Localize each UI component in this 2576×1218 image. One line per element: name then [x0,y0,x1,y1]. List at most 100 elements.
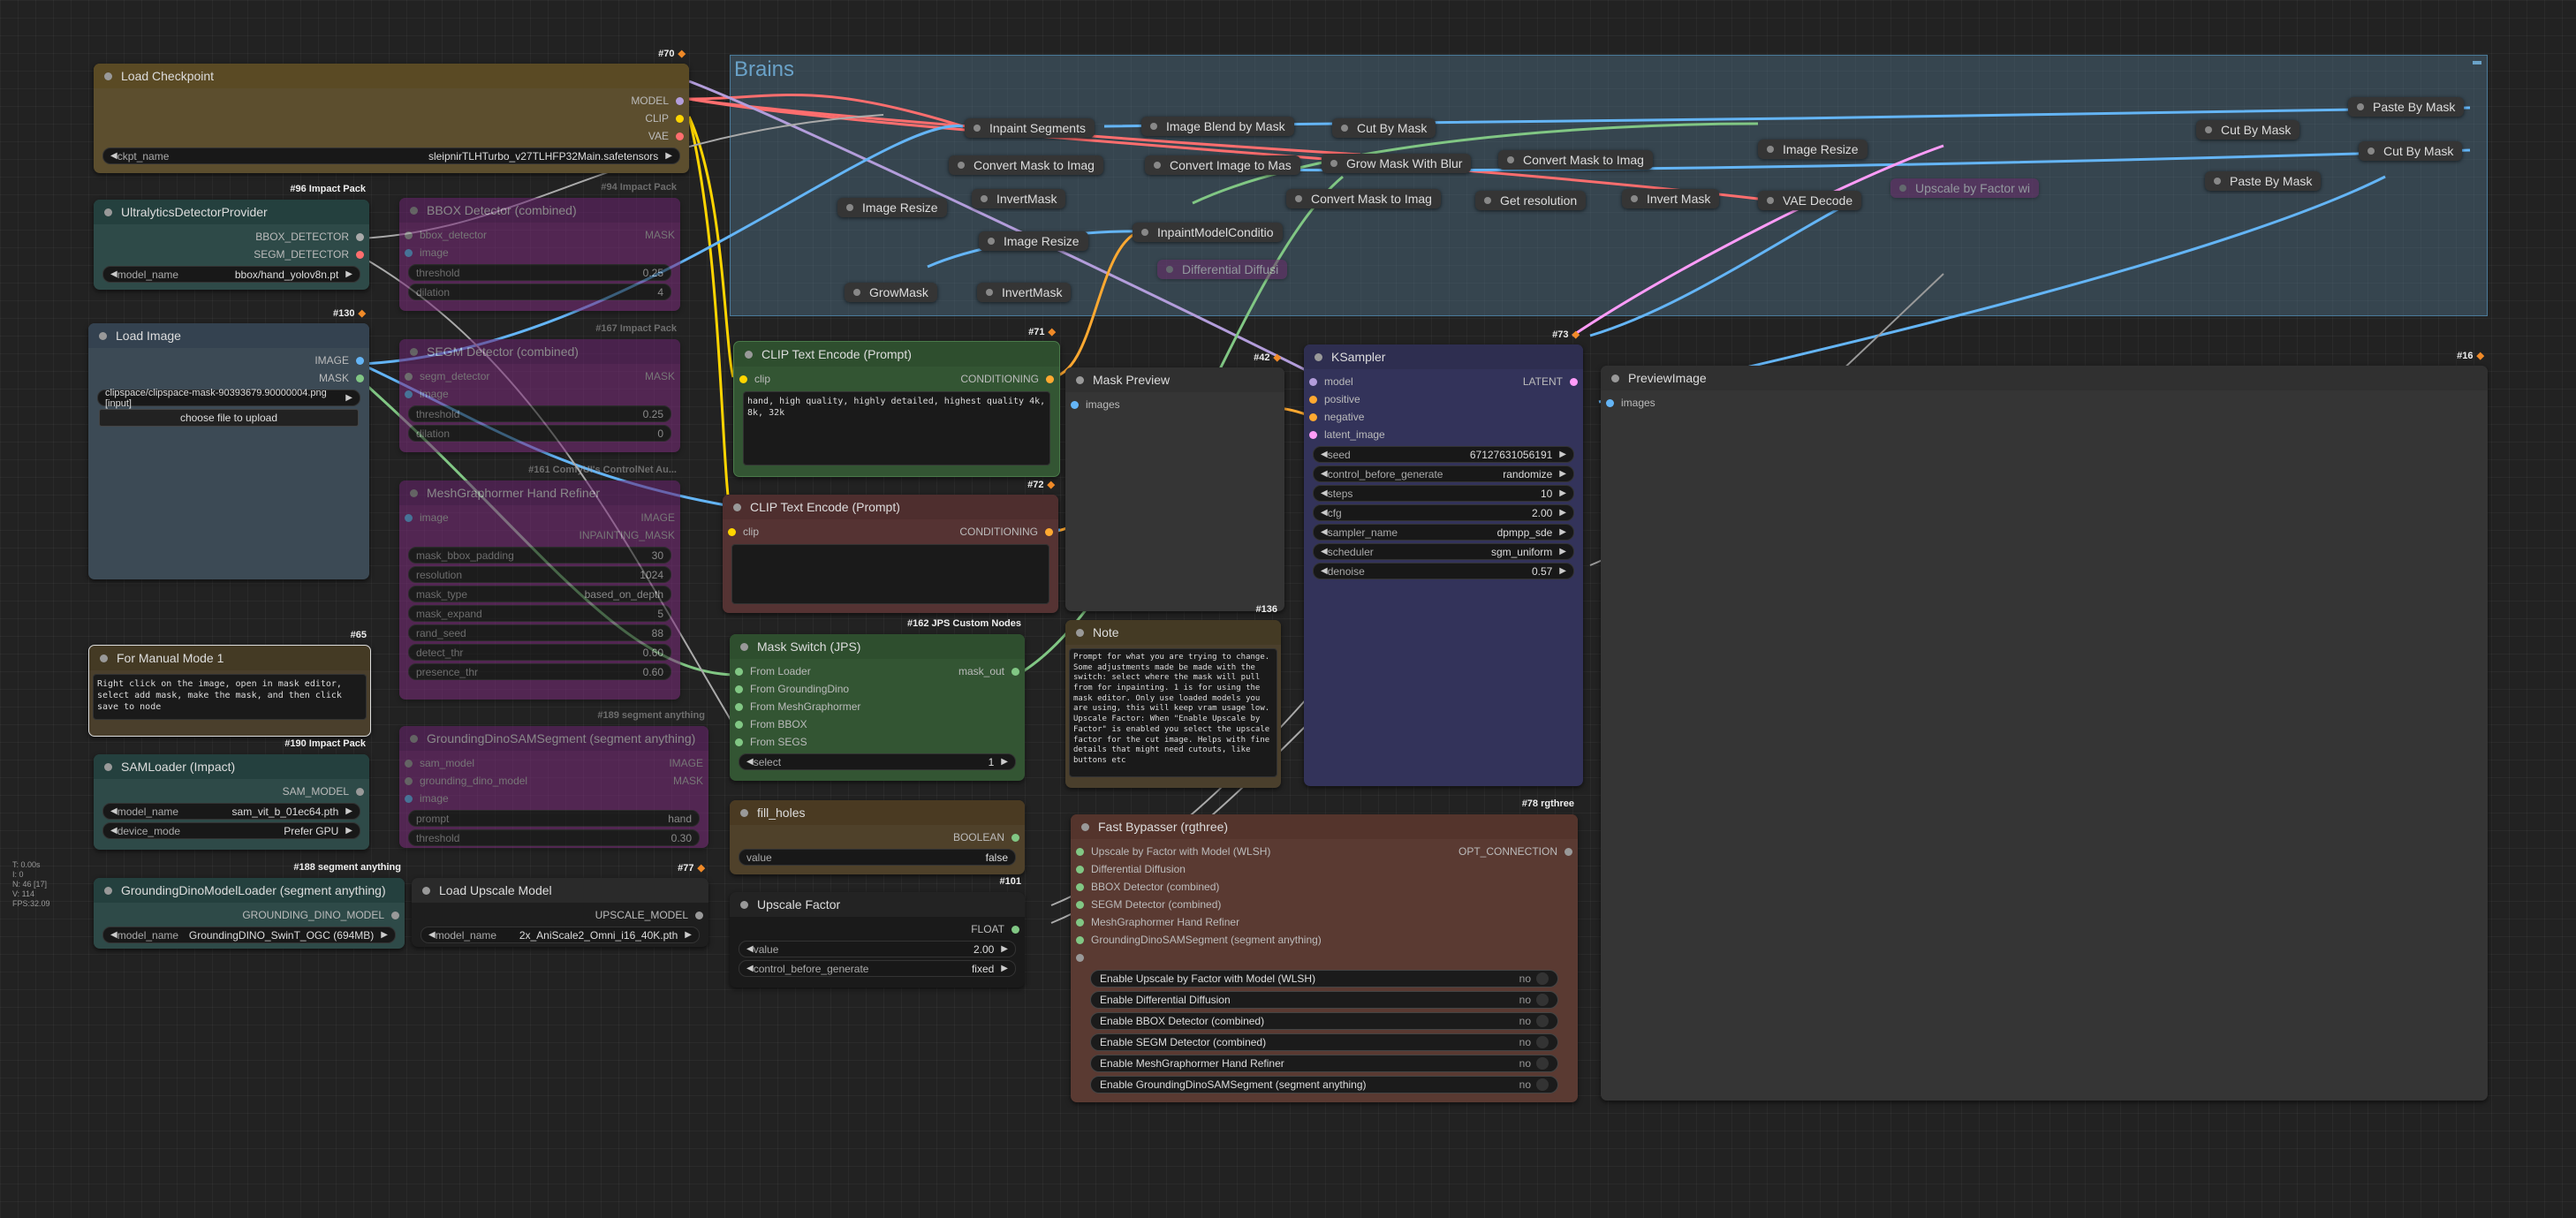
collapse-dot-icon[interactable] [1631,195,1638,202]
collapse-dot-icon[interactable] [1507,156,1514,163]
note-node[interactable]: #136 Note Prompt for what you are trying… [1065,604,1281,788]
input-differential-diffusion[interactable]: Differential Diffusion [1076,860,1572,878]
input-image[interactable]: image [405,385,675,403]
input-socket[interactable] [735,720,743,729]
collapse-dot-icon[interactable] [2357,103,2364,110]
cut-by-mask-node-1[interactable]: Cut By Mask [1332,118,1436,138]
output-socket[interactable] [1045,527,1053,536]
upload-button[interactable]: choose file to upload [99,409,359,427]
input-socket[interactable] [1076,882,1084,891]
node-header[interactable]: Load Image [88,323,369,348]
output-vae[interactable]: VAE [99,127,684,145]
output-socket[interactable] [676,96,684,105]
image-resize-node-3[interactable]: Image Resize [979,231,1088,251]
arrow-left-icon[interactable]: ◀ [1321,508,1328,518]
collapse-dot-icon[interactable] [1899,185,1906,192]
sam-loader-node[interactable]: #190 Impact Pack SAMLoader (Impact) SAM_… [94,738,369,850]
input-socket[interactable] [405,231,413,239]
arrow-left-icon[interactable]: ◀ [1321,488,1328,498]
output-mask[interactable]: MASK [94,369,364,387]
collapse-dot-icon[interactable] [422,886,430,895]
input-upscale-by-factor[interactable]: Upscale by Factor with Model (WLSH)OPT_C… [1076,843,1572,860]
grow-mask-node[interactable]: GrowMask [845,283,937,302]
input-socket[interactable] [405,776,413,785]
arrow-left-icon[interactable]: ◀ [1321,469,1328,479]
input-empty-slot[interactable] [1076,949,1572,966]
arrow-right-icon[interactable]: ▶ [665,151,672,161]
collapse-dot-icon[interactable] [1767,146,1774,153]
input-socket[interactable] [405,759,413,768]
prompt-textarea[interactable] [731,544,1049,604]
collapse-dot-icon[interactable] [974,125,981,132]
invert-mask-node-2[interactable]: Invert Mask [1622,189,1720,208]
collapse-dot-icon[interactable] [1081,822,1089,831]
output-inpainting-mask[interactable]: INPAINTING_MASK [405,526,675,544]
output-socket[interactable] [356,374,364,382]
node-header[interactable]: Load Upscale Model [412,878,708,903]
cut-by-mask-node-2[interactable]: Cut By Mask [2196,120,2300,140]
input-socket[interactable] [735,685,743,693]
output-socket[interactable] [356,356,364,365]
collapse-dot-icon[interactable] [1141,229,1148,236]
input-socket[interactable] [1076,918,1084,927]
toggle-knob-icon[interactable] [1536,1078,1549,1091]
collapse-dot-icon[interactable] [2368,148,2375,155]
arrow-left-icon[interactable]: ◀ [1321,566,1328,576]
node-header[interactable]: GroundingDinoSAMSegment (segment anythin… [399,726,708,751]
collapse-dot-icon[interactable] [958,162,965,169]
collapse-dot-icon[interactable] [846,204,853,211]
inpaint-model-conditioning-node[interactable]: InpaintModelConditio [1133,223,1283,242]
toggle-bbox-detector[interactable]: Enable BBOX Detector (combined)no [1090,1012,1558,1030]
input-socket[interactable] [1076,935,1084,944]
manual-mode-note-node[interactable]: #65 For Manual Mode 1 Right click on the… [88,630,371,737]
node-header[interactable]: Note [1065,620,1281,645]
node-header[interactable]: MeshGraphormer Hand Refiner [399,480,680,505]
arrow-left-icon[interactable]: ◀ [1321,547,1328,556]
collapse-dot-icon[interactable] [2214,178,2221,185]
output-grounding-model[interactable]: GROUNDING_DINO_MODEL [99,906,399,924]
toggle-knob-icon[interactable] [1536,994,1549,1006]
node-header[interactable]: PreviewImage [1601,366,2488,390]
collapse-dot-icon[interactable] [1341,125,1348,132]
input-positive[interactable]: positive [1309,390,1578,408]
collapse-dot-icon[interactable] [1767,197,1774,204]
arrow-right-icon[interactable]: ▶ [1001,944,1008,954]
node-header[interactable]: Mask Switch (JPS) [730,634,1025,659]
toggle-knob-icon[interactable] [1536,1015,1549,1027]
toggle-grounding-sam[interactable]: Enable GroundingDinoSAMSegment (segment … [1090,1076,1558,1093]
collapse-dot-icon[interactable] [410,347,418,356]
input-latent-image[interactable]: latent_image [1309,426,1578,443]
load-image-node[interactable]: #130◆ Load Image IMAGE MASK clipspace/cl… [88,308,369,579]
input-socket[interactable] [1606,398,1614,407]
input-socket[interactable] [1309,412,1317,421]
load-upscale-model-node[interactable]: #77◆ Load Upscale Model UPSCALE_MODEL ◀m… [412,863,708,947]
collapse-dot-icon[interactable] [104,886,112,895]
arrow-left-icon[interactable]: ◀ [746,964,754,973]
arrow-right-icon[interactable]: ▶ [1001,964,1008,973]
upscale-by-factor-node[interactable]: Upscale by Factor wi [1890,178,2039,198]
output-socket[interactable] [391,911,399,919]
image-resize-node-1[interactable]: Image Resize [1758,140,1868,159]
node-header[interactable]: Mask Preview [1065,367,1284,392]
collapse-dot-icon[interactable] [733,503,741,511]
arrow-left-icon[interactable]: ◀ [1321,450,1328,459]
input-from-meshgraphormer[interactable]: From MeshGraphormer [735,698,1019,715]
collapse-dot-icon[interactable] [1295,195,1302,202]
collapse-dot-icon[interactable] [1076,375,1084,384]
arrow-right-icon[interactable]: ▶ [345,269,352,279]
